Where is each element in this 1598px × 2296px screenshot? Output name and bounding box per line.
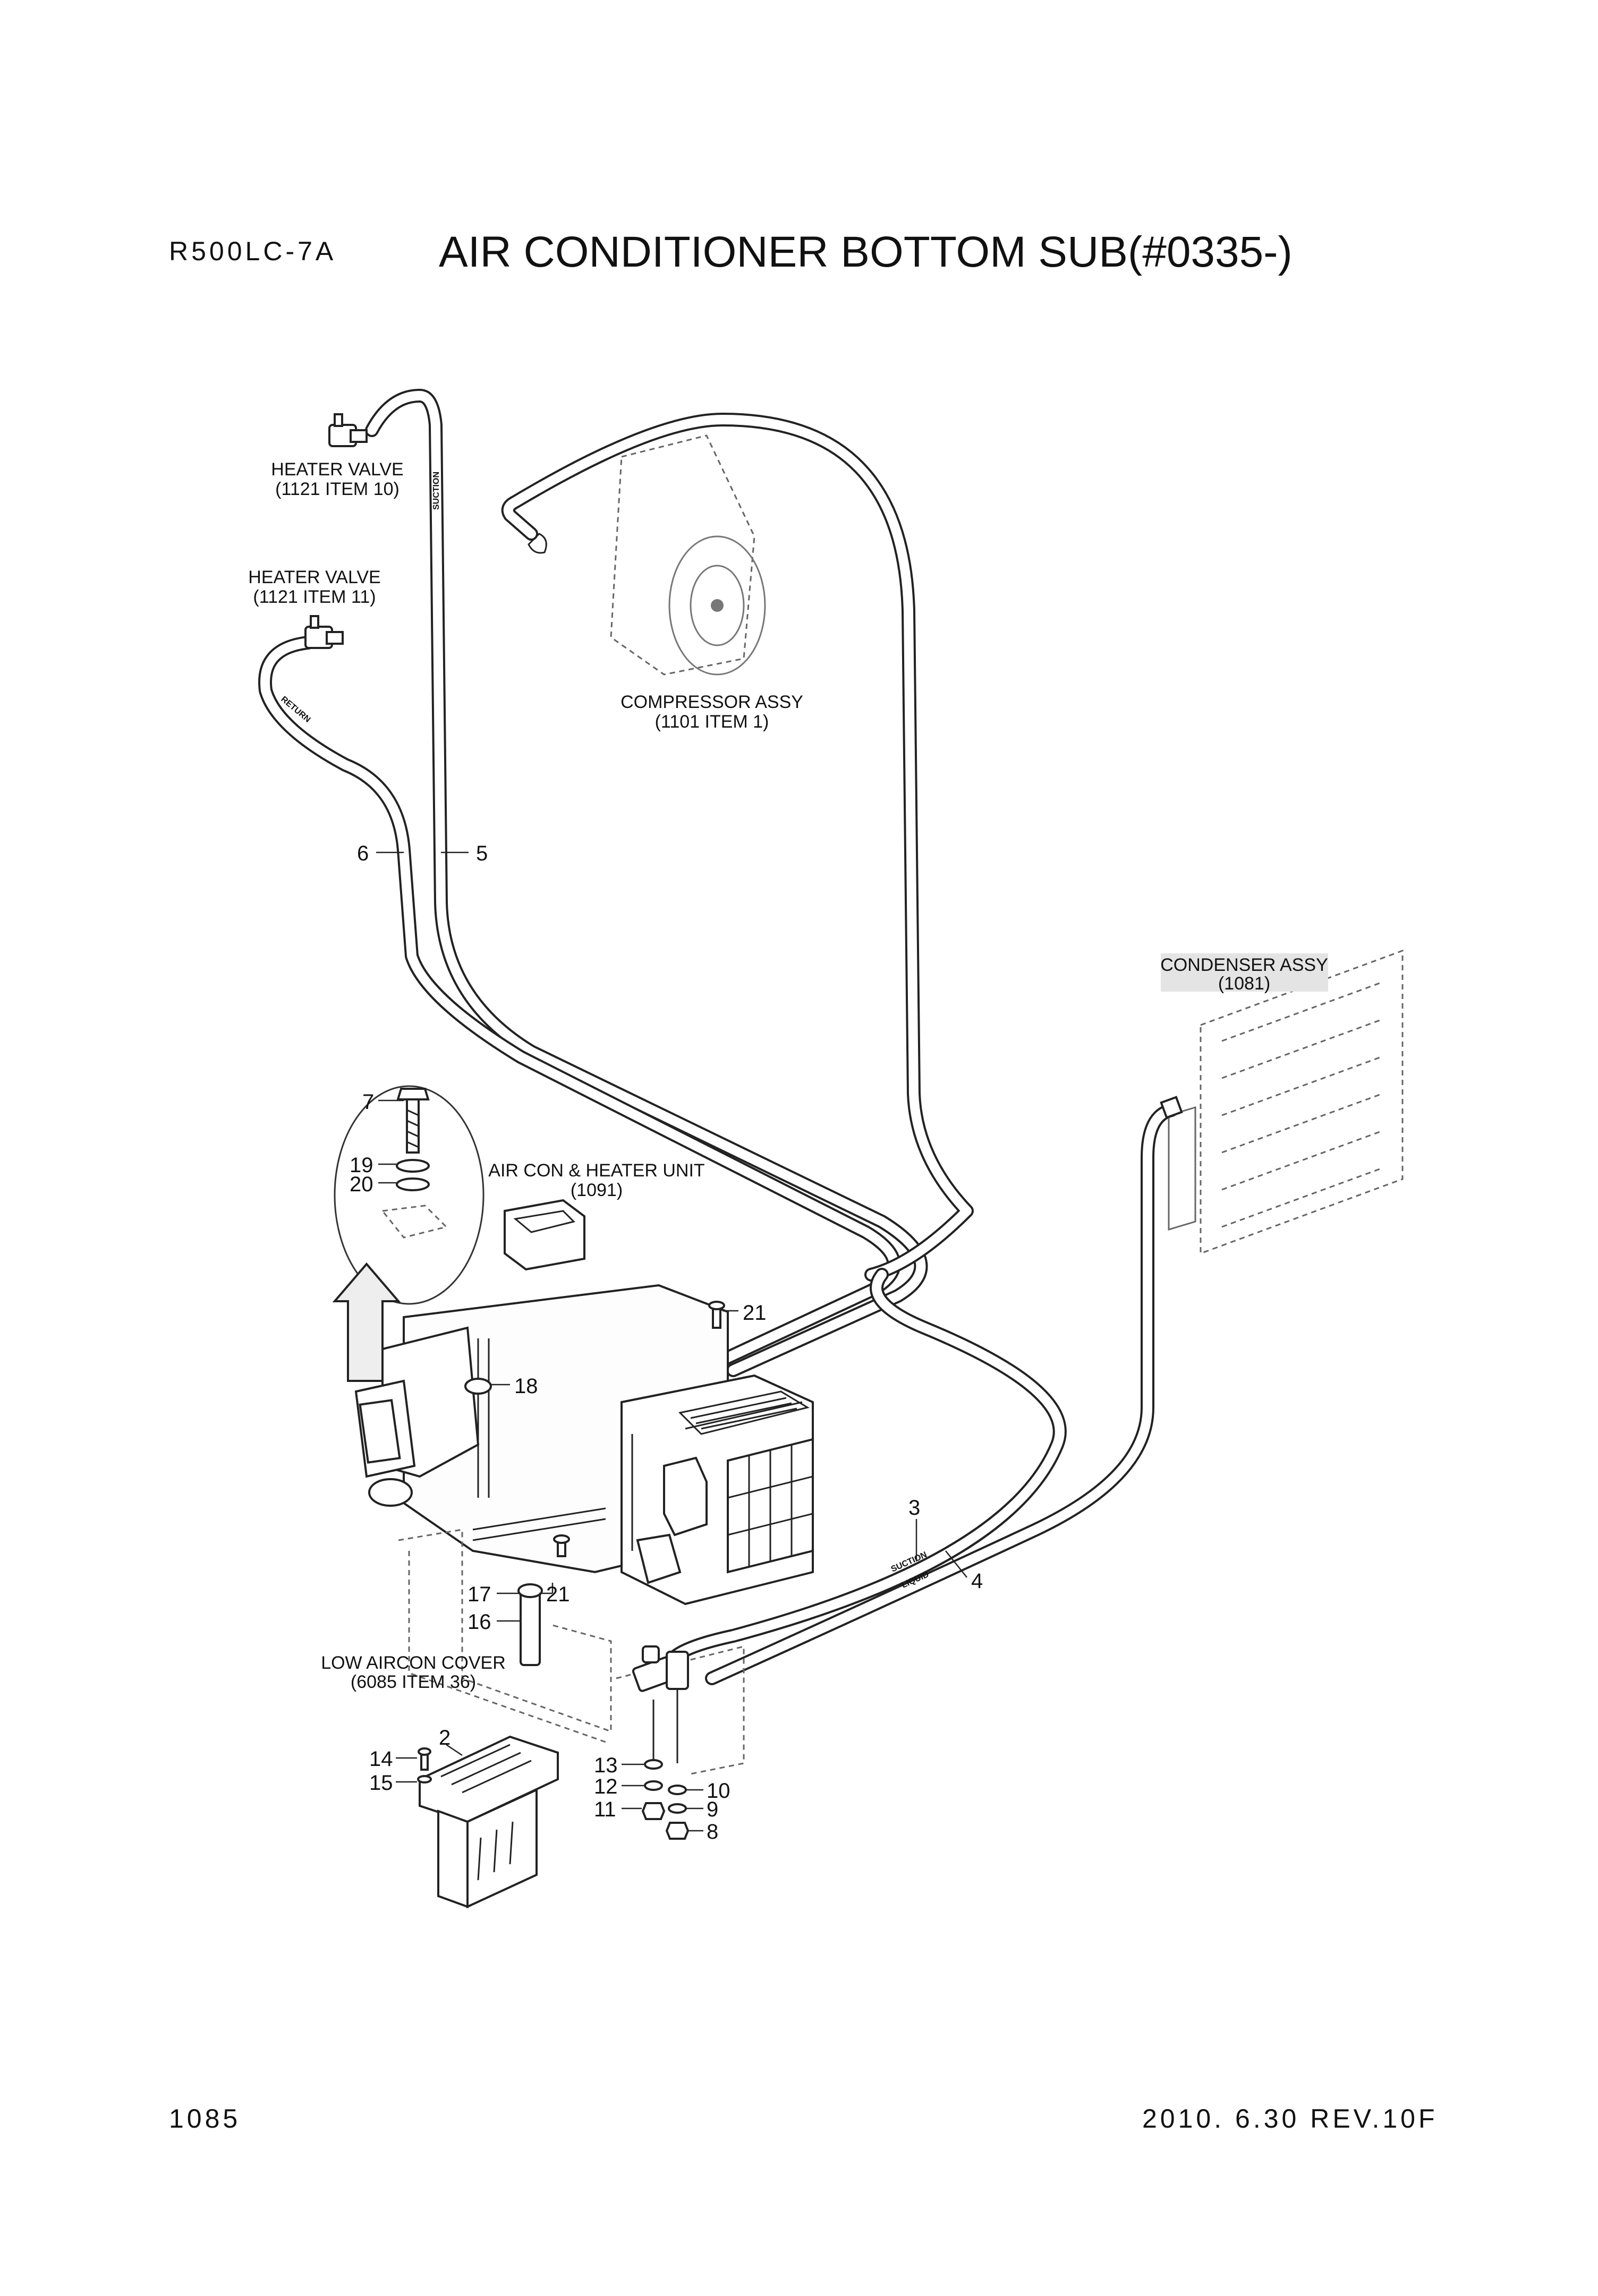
callout-aircon-heater-unit-name: AIR CON & HEATER UNIT bbox=[488, 1160, 704, 1181]
hose-3-suction bbox=[661, 1268, 1067, 1680]
callout-heater-valve-10-ref: (1121 ITEM 10) bbox=[275, 479, 400, 499]
hose-label-suction-upper: SUCTION bbox=[432, 472, 441, 510]
item-number-2: 2 bbox=[439, 1726, 450, 1749]
item-number-19: 19 bbox=[350, 1154, 373, 1177]
control-panel bbox=[417, 1735, 559, 1909]
item-number-6: 6 bbox=[357, 842, 369, 865]
callout-condenser-name: CONDENSER ASSY bbox=[1160, 955, 1328, 975]
callout-heater-valve-11-name: HEATER VALVE bbox=[248, 567, 380, 587]
pipe-16 bbox=[517, 1583, 543, 1666]
revision-date: 2010. 6.30 REV.10F bbox=[1142, 2104, 1438, 2133]
item-number-3: 3 bbox=[908, 1496, 920, 1520]
item-number-14: 14 bbox=[369, 1747, 393, 1771]
detail-view-circle bbox=[334, 1085, 484, 1305]
callout-condenser-ref: (1081) bbox=[1218, 974, 1270, 994]
page-number: 1085 bbox=[169, 2104, 241, 2133]
item-number-15: 15 bbox=[369, 1771, 393, 1795]
item-number-17: 17 bbox=[468, 1583, 491, 1606]
hose-compressor-to-unit bbox=[501, 413, 974, 1282]
leader-lines bbox=[376, 851, 967, 1832]
expansion-block bbox=[632, 1645, 690, 1840]
item-number-12: 12 bbox=[594, 1775, 618, 1798]
aircon-heater-unit bbox=[332, 1199, 814, 1606]
callout-compressor-name: COMPRESSOR ASSY bbox=[620, 692, 803, 712]
callout-compressor-ref: (1101 ITEM 1) bbox=[655, 712, 769, 732]
item-number-9: 9 bbox=[707, 1798, 718, 1821]
callout-aircon-heater-unit-ref: (1091) bbox=[571, 1180, 623, 1200]
callout-low-aircon-cover-name: LOW AIRCON COVER bbox=[321, 1653, 506, 1673]
model-code: R500LC-7A bbox=[169, 236, 337, 266]
callout-heater-valve-10-name: HEATER VALVE bbox=[271, 459, 403, 480]
page-title: AIR CONDITIONER BOTTOM SUB(#0335-) bbox=[439, 228, 1293, 276]
item-number-8: 8 bbox=[707, 1820, 718, 1843]
item-number-4: 4 bbox=[971, 1569, 983, 1593]
condenser bbox=[1160, 949, 1404, 1255]
condenser-callout-bg bbox=[1161, 953, 1328, 992]
item-number-20: 20 bbox=[350, 1173, 373, 1196]
item-number-5: 5 bbox=[476, 842, 488, 865]
item-number-10: 10 bbox=[707, 1779, 730, 1803]
hose-6-return bbox=[258, 636, 901, 1372]
item-number-7: 7 bbox=[362, 1090, 374, 1114]
heater-valve-upper bbox=[328, 413, 368, 447]
hose-4-liquid bbox=[705, 1103, 1178, 1685]
compressor bbox=[528, 434, 766, 676]
low-aircon-cover bbox=[398, 1529, 745, 1775]
callout-low-aircon-cover-ref: (6085 ITEM 36) bbox=[351, 1672, 476, 1692]
item-number-18: 18 bbox=[514, 1375, 538, 1398]
item-number-16: 16 bbox=[468, 1610, 491, 1634]
callout-heater-valve-11-ref: (1121 ITEM 11) bbox=[253, 587, 376, 607]
item-number-13: 13 bbox=[594, 1754, 618, 1777]
heater-valve-lower bbox=[304, 615, 344, 649]
item-number-11: 11 bbox=[594, 1798, 616, 1821]
item-number-21-lower: 21 bbox=[546, 1583, 570, 1606]
item-number-21-upper: 21 bbox=[743, 1301, 767, 1325]
